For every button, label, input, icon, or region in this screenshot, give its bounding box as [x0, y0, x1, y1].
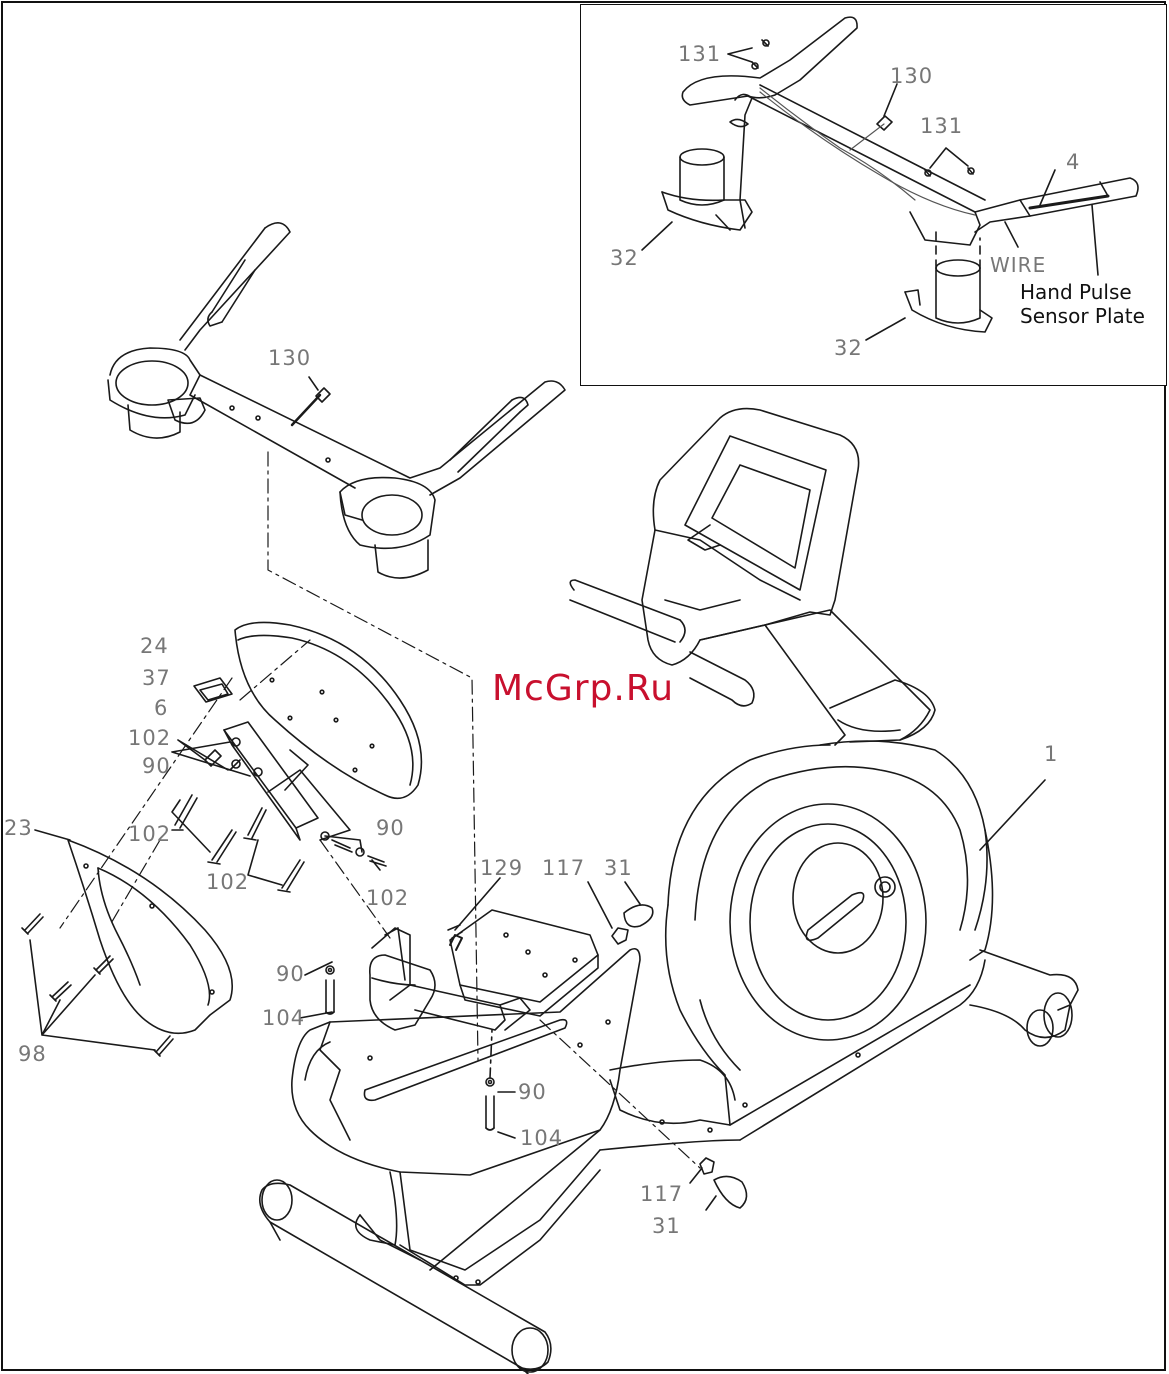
- callout-131-top: 131: [678, 44, 721, 65]
- sensor-label-line1: Hand Pulse: [1020, 281, 1132, 304]
- callout-4: 4: [1066, 152, 1080, 173]
- callout-131-right: 131: [920, 116, 963, 137]
- callout-37: 37: [142, 668, 171, 689]
- callout-90-lower: 90: [518, 1082, 547, 1103]
- callout-104-left: 104: [262, 1008, 305, 1029]
- callout-90-left: 90: [142, 756, 171, 777]
- end-caps: [300, 780, 1045, 1210]
- callout-130: 130: [268, 348, 311, 369]
- callout-23: 23: [4, 818, 33, 839]
- callout-102-low: 102: [206, 872, 249, 893]
- watermark: McGrp.Ru: [492, 668, 674, 709]
- callout-31-bottom: 31: [652, 1216, 681, 1237]
- callout-31-top: 31: [604, 858, 633, 879]
- callout-104-right: 104: [520, 1128, 563, 1149]
- callout-1: 1: [1044, 744, 1058, 765]
- seat-back: [235, 622, 421, 798]
- callout-32-right: 32: [834, 338, 863, 359]
- screws: [172, 738, 386, 892]
- callout-130-inset: 130: [890, 66, 933, 87]
- wire-label: WIRE: [990, 253, 1046, 277]
- main-handlebar: [108, 223, 565, 578]
- callout-6: 6: [154, 698, 168, 719]
- callout-129: 129: [480, 858, 523, 879]
- callout-102-right: 102: [366, 888, 409, 909]
- callout-90-right: 90: [376, 818, 405, 839]
- assembly-lines: [60, 452, 700, 1168]
- callout-24: 24: [140, 636, 169, 657]
- callout-90-seat: 90: [276, 964, 305, 985]
- sensor-label-line2: Sensor Plate: [1020, 305, 1145, 328]
- callout-102-mid: 102: [128, 824, 171, 845]
- callout-98: 98: [18, 1044, 47, 1065]
- callout-102-top: 102: [128, 728, 171, 749]
- callout-32-left: 32: [610, 248, 639, 269]
- rear-shroud: [22, 830, 232, 1056]
- callout-117-bottom: 117: [640, 1184, 683, 1205]
- callout-117-top: 117: [542, 858, 585, 879]
